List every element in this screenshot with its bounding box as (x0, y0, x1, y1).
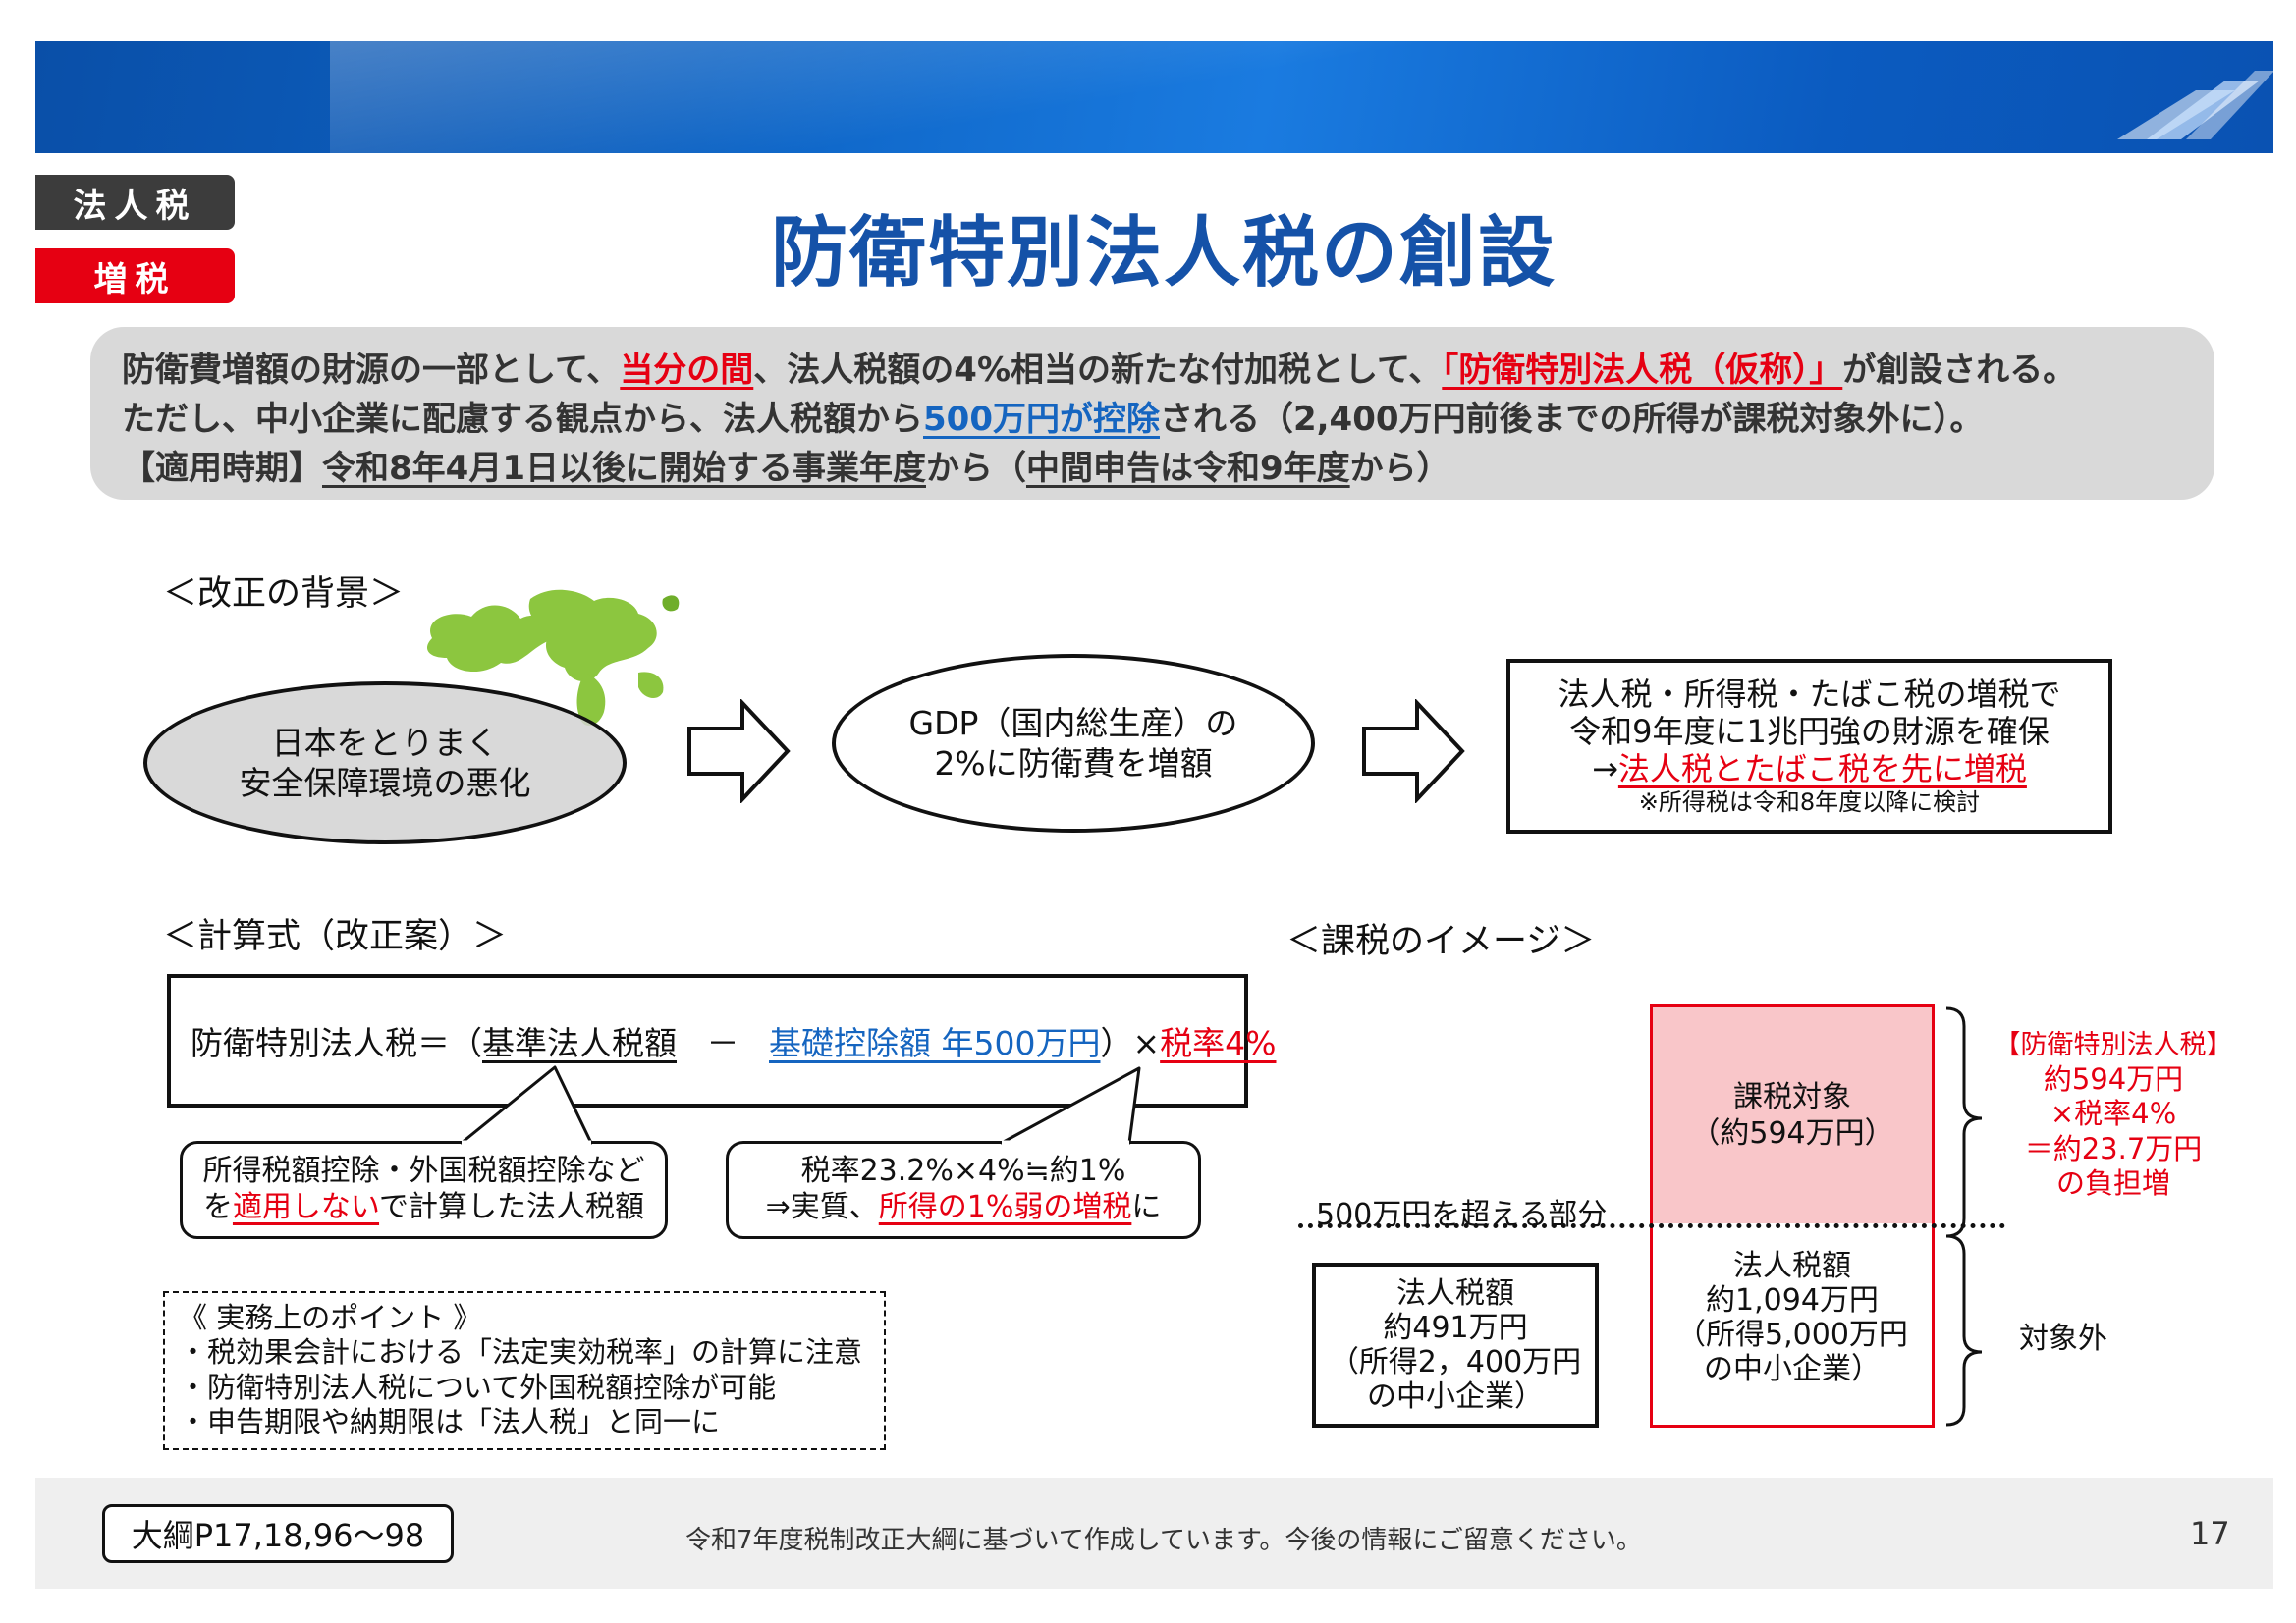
summary-line-2: ただし、中小企業に配慮する観点から、法人税額から500万円が控除される（2,40… (122, 400, 1984, 439)
excluded-label: 対象外 (2019, 1322, 2107, 1356)
small-corp-tax: 法人税額 約491万円 （所得2，400万円 の中小企業） (1312, 1263, 1599, 1428)
practical-points-box: 《 実務上のポイント 》 ・税効果会計における「法定実効税率」の計算に注意 ・防… (163, 1291, 886, 1450)
summary-line-3: 【適用時期】令和8年4月1日以後に開始する事業年度から（中間申告は令和9年度から… (122, 449, 1450, 488)
arrow-right-icon (1362, 699, 1465, 803)
tax-increase-tag: 増税 (35, 248, 235, 303)
page-title: 防衛特別法人税の創設 (770, 209, 1557, 298)
summary-line-1: 防衛費増額の財源の一部として、当分の間、法人税額の4%相当の新たな付加税として、… (122, 351, 2077, 390)
logo-stripes-icon (2117, 71, 2273, 139)
large-corp-tax: 法人税額 約1,094万円 （所得5,000万円 の中小企業） (1676, 1248, 1908, 1387)
summary-box: 防衛費増額の財源の一部として、当分の間、法人税額の4%相当の新たな付加税として、… (90, 327, 2214, 500)
callout-tax-rate: 税率23.2%×4%≒約1% ⇒実質、所得の1%弱の増税に (726, 1141, 1201, 1239)
threshold-line (1298, 1223, 2005, 1228)
globe-map-icon (427, 589, 680, 727)
page-number: 17 (2190, 1515, 2230, 1552)
taxable-portion: 課税対象 （約594万円） (1653, 1007, 1932, 1223)
burden-note: 【防衛特別法人税】 約594万円 ×税率4% ＝約23.7万円 の負担増 (1994, 1030, 2233, 1201)
header-banner (35, 41, 2273, 153)
callout-base-tax: 所得税額控除・外国税額控除など を適用しないで計算した法人税額 (180, 1141, 668, 1239)
brace-icon (1945, 1006, 1983, 1427)
background-heading: ＜改正の背景＞ (163, 574, 405, 614)
footer-note: 令和7年度税制改正大綱に基づいて作成しています。今後の情報にご留意ください。 (685, 1526, 1642, 1555)
image-heading: ＜課税のイメージ＞ (1286, 922, 1596, 961)
security-environment-ellipse: 日本をとりまく安全保障環境の悪化 (143, 681, 627, 844)
formula-heading: ＜計算式（改正案）＞ (163, 917, 508, 956)
taxable-column (1650, 1004, 1935, 1428)
category-tag: 法人税 (35, 175, 235, 230)
arrow-right-icon (687, 699, 791, 803)
formula-box: 防衛特別法人税＝（基準法人税額 － 基礎控除額 年500万円）×税率4% (167, 974, 1277, 1108)
reference-badge: 大綱P17,18,96～98 (102, 1504, 454, 1563)
financing-box: 法人税・所得税・たばこ税の増税で 令和9年度に1兆円強の財源を確保 →法人税とた… (1506, 659, 2112, 834)
